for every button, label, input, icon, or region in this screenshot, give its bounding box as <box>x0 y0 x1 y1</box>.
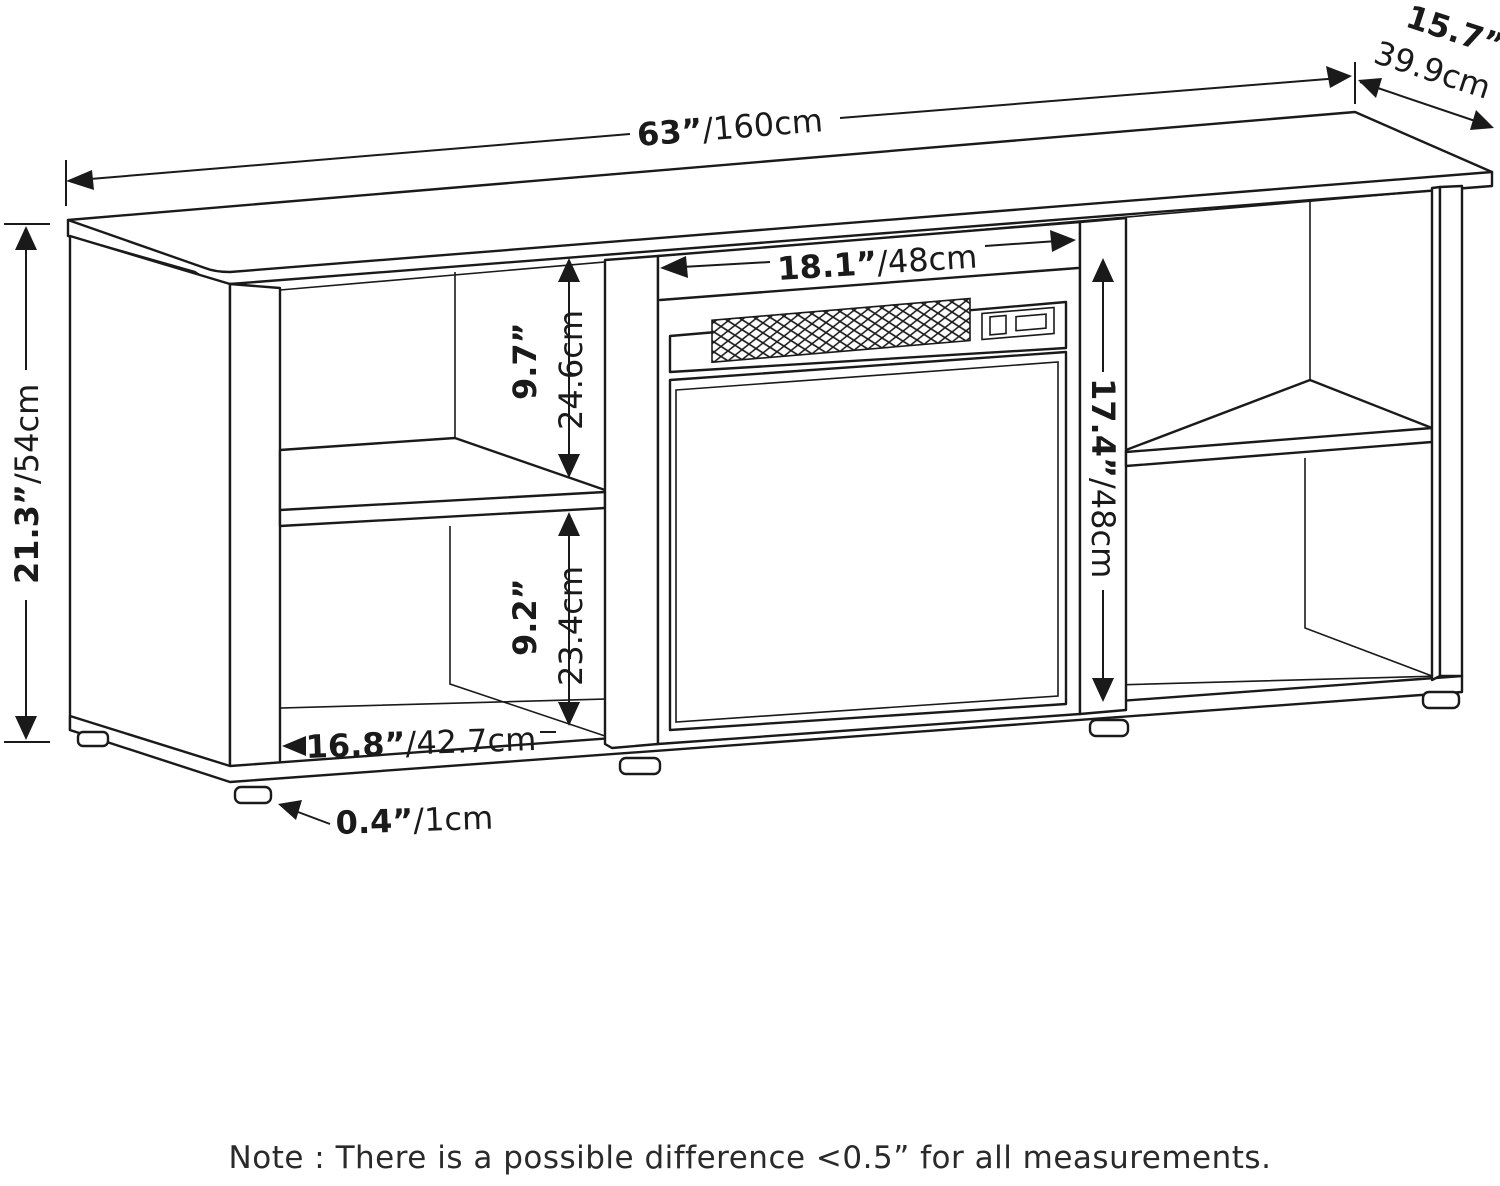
lower-shelf-height-dimension-line <box>558 512 580 726</box>
shelf-depth-label: 16.8”/42.7cm <box>305 720 537 766</box>
left-divider <box>603 254 660 750</box>
fireplace-insert <box>656 220 1082 746</box>
upper-shelf-height-metric: 24.6cm <box>552 310 590 430</box>
firebox-frame <box>668 350 1068 732</box>
upper-shelf-height-dimension-line <box>558 258 580 478</box>
width-label: 63”/160cm <box>636 101 825 154</box>
foot-height-dimension-line <box>278 800 331 825</box>
left-shelf <box>278 436 607 528</box>
shelf-depth-dimension-line <box>282 731 556 756</box>
fireplace-height-dimension-line <box>1092 258 1114 702</box>
fireplace-width-dimension-line <box>660 230 1076 278</box>
fireplace-grille <box>711 297 971 364</box>
foot-height-label: 0.4”/1cm <box>335 799 494 842</box>
feet <box>76 690 1461 805</box>
width-dimension-line <box>65 62 1356 206</box>
control-panel <box>981 306 1055 341</box>
power-switch <box>989 314 1007 336</box>
height-dimension-line <box>4 223 50 743</box>
right-shelf <box>1124 378 1434 468</box>
fireplace-height-label: 17.4”/48cm <box>1084 378 1122 578</box>
height-label: 21.3”/54cm <box>8 384 46 584</box>
lower-shelf-height-metric: 23.4cm <box>552 566 590 686</box>
right-divider <box>1078 216 1128 716</box>
lower-shelf-height-imperial: 9.2” <box>506 578 544 656</box>
depth-dimension-line <box>1358 78 1494 130</box>
left-side-panel <box>68 234 232 782</box>
fireplace-width-label: 18.1”/48cm <box>776 237 978 287</box>
mode-switch <box>1015 313 1047 332</box>
upper-shelf-height-imperial: 9.7” <box>506 322 544 400</box>
measurement-note: Note : There is a possible difference <0… <box>228 1140 1272 1176</box>
